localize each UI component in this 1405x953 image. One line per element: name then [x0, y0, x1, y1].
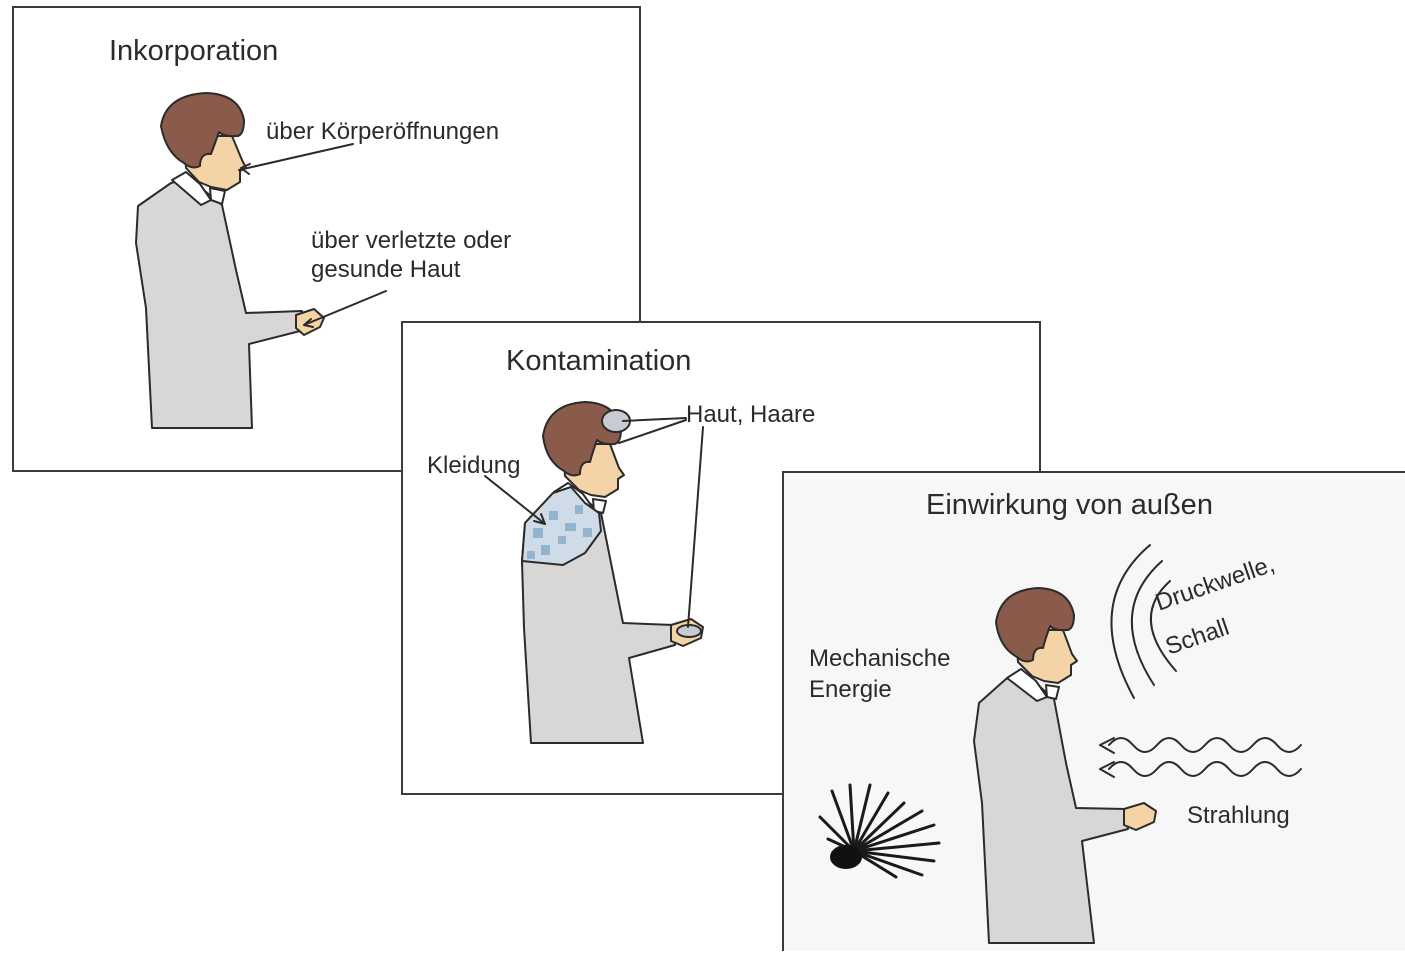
label-skin-hair: Haut, Haare	[686, 401, 816, 428]
label-body-openings: über Körperöffnungen	[266, 118, 500, 145]
label-radiation: Strahlung	[1187, 802, 1290, 829]
person-illustration	[484, 401, 704, 744]
label-mechanical-line1: Mechanische	[809, 645, 951, 672]
panel-title: Kontamination	[506, 345, 692, 377]
label-skin-line2: gesunde Haut	[311, 256, 461, 283]
person-illustration	[818, 544, 1302, 944]
label-skin-line1: über verletzte oder	[311, 227, 512, 254]
panel-title: Einwirkung von außen	[926, 489, 1213, 521]
person-illustration	[135, 92, 387, 429]
panel-external-exposure: Einwirkung von außen Druckwelle, Schall …	[782, 471, 1405, 951]
panel-inkorporation: Inkorporation über Körperöffnungen über …	[12, 6, 641, 472]
label-clothing: Kleidung	[427, 452, 521, 479]
panel-title: Inkorporation	[109, 35, 279, 67]
label-mechanical-line2: Energie	[809, 676, 892, 703]
